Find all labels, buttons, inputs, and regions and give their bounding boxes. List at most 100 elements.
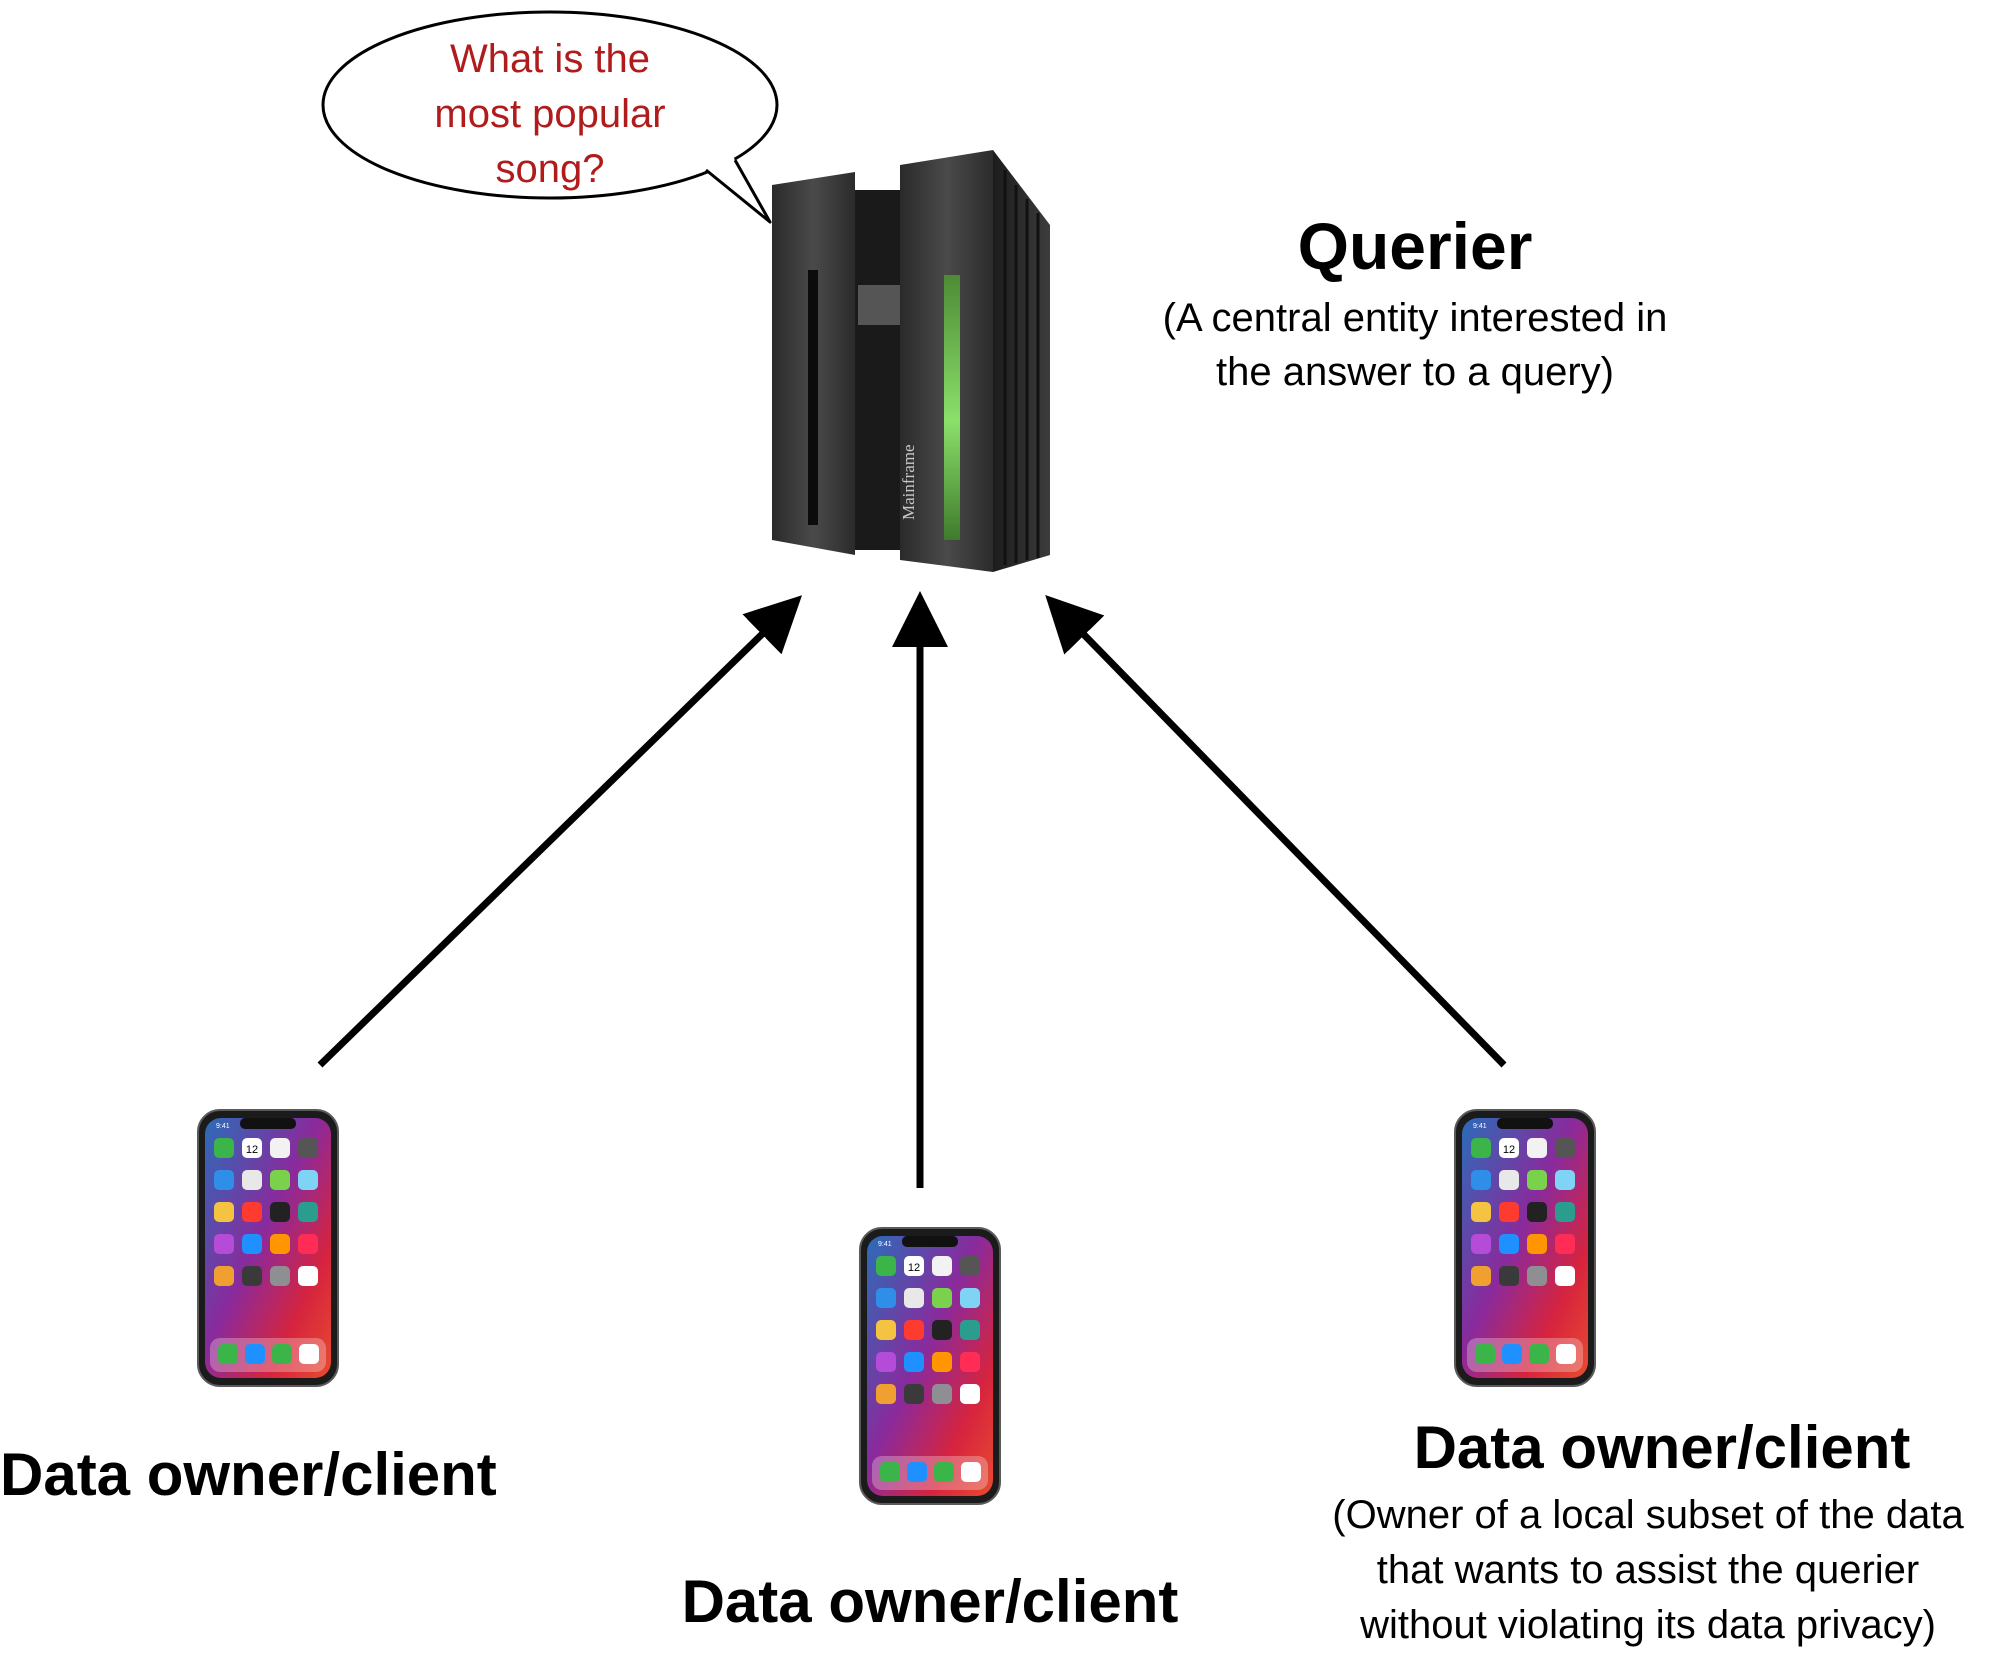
app-icon — [1527, 1266, 1547, 1286]
phone-left-icon: 9:41 12 — [197, 1109, 339, 1387]
app-icon — [1527, 1202, 1547, 1222]
dock-app-icon — [299, 1344, 319, 1364]
app-icon — [298, 1202, 318, 1222]
phone-dock — [872, 1456, 988, 1490]
app-icon — [876, 1384, 896, 1404]
app-icon — [932, 1320, 952, 1340]
app-icon — [242, 1202, 262, 1222]
app-icon — [298, 1170, 318, 1190]
app-icon — [270, 1266, 290, 1286]
phone-dock — [1467, 1338, 1583, 1372]
app-icon — [960, 1384, 980, 1404]
app-icon — [904, 1320, 924, 1340]
app-icon — [1471, 1234, 1491, 1254]
calendar-date: 12 — [908, 1262, 920, 1274]
app-icon — [1471, 1266, 1491, 1286]
app-icon — [214, 1266, 234, 1286]
app-icon — [876, 1288, 896, 1308]
app-icon — [214, 1138, 234, 1158]
app-icon — [1527, 1234, 1547, 1254]
dock-app-icon — [1502, 1344, 1522, 1364]
app-icon — [270, 1138, 290, 1158]
querier-description: (A central entity interested in the answ… — [1162, 296, 1668, 394]
app-icon — [1555, 1234, 1575, 1254]
app-icon — [960, 1288, 980, 1308]
speech-bubble-tail — [705, 159, 772, 224]
dock-app-icon — [245, 1344, 265, 1364]
app-icon — [1555, 1170, 1575, 1190]
dock-app-icon — [272, 1344, 292, 1364]
phone-dock — [210, 1338, 326, 1372]
app-icon — [1527, 1170, 1547, 1190]
app-icon — [242, 1266, 262, 1286]
dock-app-icon — [907, 1462, 927, 1482]
phone-center-icon: 9:41 12 — [859, 1227, 1001, 1505]
server-device-label: Mainframe — [899, 444, 918, 520]
app-icon — [214, 1202, 234, 1222]
app-icon — [1555, 1202, 1575, 1222]
dock-app-icon — [880, 1462, 900, 1482]
app-icon — [298, 1234, 318, 1254]
phone-time: 9:41 — [1473, 1123, 1487, 1130]
speech-bubble-outline — [321, 10, 779, 200]
app-icon — [1499, 1266, 1519, 1286]
querier-title: Querier — [1297, 209, 1533, 283]
app-icon — [904, 1352, 924, 1372]
calendar-date: 12 — [1503, 1144, 1515, 1156]
app-icon — [242, 1138, 262, 1158]
app-icon — [1499, 1234, 1519, 1254]
arrow-left — [317, 595, 803, 1068]
app-icon — [960, 1256, 980, 1276]
app-icon — [298, 1138, 318, 1158]
app-icon — [1499, 1202, 1519, 1222]
app-icon — [960, 1352, 980, 1372]
client-label-right: Data owner/client — [1413, 1414, 1911, 1481]
app-icon — [876, 1256, 896, 1276]
app-icon — [1555, 1266, 1575, 1286]
app-icon — [904, 1384, 924, 1404]
app-icon — [1499, 1170, 1519, 1190]
dock-app-icon — [218, 1344, 238, 1364]
client-label-center: Data owner/client — [681, 1568, 1179, 1635]
app-icon — [1555, 1138, 1575, 1158]
arrow-right — [1045, 594, 1507, 1068]
phone-time: 9:41 — [878, 1241, 892, 1248]
phone-right-icon: 9:41 12 — [1454, 1109, 1596, 1387]
app-icon — [1471, 1202, 1491, 1222]
app-icon — [1499, 1138, 1519, 1158]
speech-bubble — [321, 10, 779, 224]
app-icon — [242, 1234, 262, 1254]
app-icon — [876, 1352, 896, 1372]
app-icon — [270, 1202, 290, 1222]
mainframe-server-icon: Mainframe — [772, 150, 1050, 572]
phone-time: 9:41 — [216, 1123, 230, 1130]
client-description-right: (Owner of a local subset of the data tha… — [1332, 1493, 1964, 1647]
speech-bubble-text: What is the most popular song? — [434, 37, 666, 191]
app-icon — [1471, 1170, 1491, 1190]
app-icon — [242, 1170, 262, 1190]
app-icon — [904, 1288, 924, 1308]
app-icon — [932, 1352, 952, 1372]
calendar-date: 12 — [246, 1144, 258, 1156]
app-icon — [932, 1384, 952, 1404]
dock-app-icon — [961, 1462, 981, 1482]
arrows — [317, 591, 1507, 1188]
app-icon — [932, 1288, 952, 1308]
dock-app-icon — [934, 1462, 954, 1482]
app-icon — [1471, 1138, 1491, 1158]
client-label-left: Data owner/client — [0, 1441, 497, 1508]
app-icon — [270, 1170, 290, 1190]
server-led-icon — [944, 275, 960, 540]
dock-app-icon — [1475, 1344, 1495, 1364]
app-icon — [214, 1234, 234, 1254]
app-icon — [876, 1320, 896, 1340]
app-icon — [270, 1234, 290, 1254]
app-icon — [960, 1320, 980, 1340]
app-icon — [1527, 1138, 1547, 1158]
dock-app-icon — [1529, 1344, 1549, 1364]
app-icon — [904, 1256, 924, 1276]
app-icon — [298, 1266, 318, 1286]
dock-app-icon — [1556, 1344, 1576, 1364]
phones: 9:41 12 9:41 12 9:41 12 — [197, 1109, 1596, 1505]
